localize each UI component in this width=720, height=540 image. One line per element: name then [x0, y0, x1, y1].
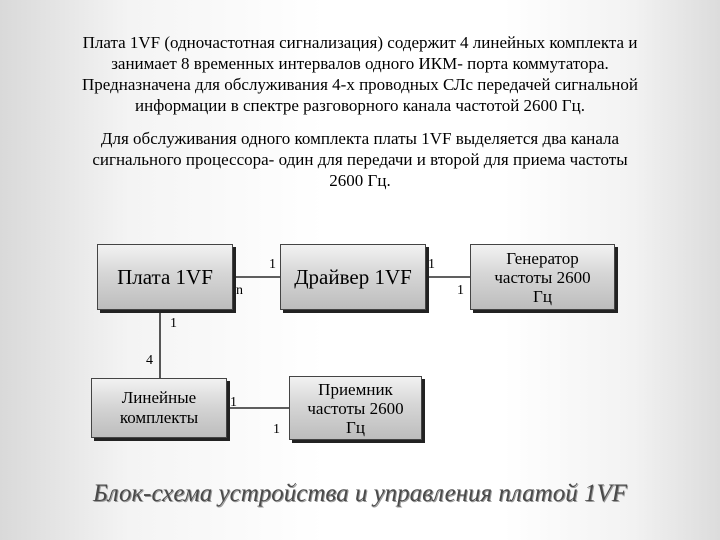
- port-label-line-in: 4: [146, 353, 153, 368]
- block-label-line: частоты 2600: [307, 398, 404, 418]
- port-label-driver-in: 1: [269, 257, 276, 272]
- paragraph-line: Для обслуживания одного комплекта платы …: [100, 129, 620, 148]
- paragraph-line: сигнального процессора- один для передач…: [92, 150, 628, 169]
- plata-1vf-block: Плата 1VF: [97, 244, 233, 310]
- line-sets-block: Линейные комплекты: [91, 378, 227, 438]
- receiver-block: Приемник частоты 2600 Гц: [289, 376, 422, 440]
- block-label-line: Приемник: [318, 379, 393, 399]
- block-label: Плата 1VF: [117, 264, 213, 289]
- generator-block: Генератор частоты 2600 Гц: [470, 244, 615, 310]
- paragraph-line: информации в спектре разговорного канала…: [135, 96, 585, 115]
- port-label-line-out: 1: [230, 395, 237, 410]
- description-paragraph-2: Для обслуживания одного комплекта платы …: [20, 128, 700, 191]
- block-label-line: Гц: [533, 286, 552, 306]
- description-paragraph-1: Плата 1VF (одночастотная сигнализация) с…: [20, 32, 700, 116]
- block-label-line: частоты 2600: [494, 267, 591, 287]
- port-label-receiver-in: 1: [273, 422, 280, 437]
- port-label-driver-out: 1: [428, 257, 435, 272]
- port-label-n: n: [236, 283, 243, 298]
- port-label-generator-in: 1: [457, 283, 464, 298]
- diagram-caption: Блок-схема устройства и управления плато…: [93, 480, 627, 507]
- block-label: Драйвер 1VF: [294, 264, 412, 289]
- block-label-line: Гц: [346, 417, 365, 437]
- paragraph-line: Плата 1VF (одночастотная сигнализация) с…: [82, 33, 638, 52]
- paragraph-line: Предназначена для обслуживания 4-х прово…: [81, 75, 639, 94]
- paragraph-line: 2600 Гц.: [329, 171, 391, 190]
- driver-1vf-block: Драйвер 1VF: [280, 244, 426, 310]
- block-label-line: комплекты: [119, 408, 199, 427]
- port-label-plata-down: 1: [170, 316, 177, 331]
- block-label-line: Линейные: [121, 388, 197, 407]
- block-label-line: Генератор: [506, 248, 579, 268]
- paragraph-line: занимает 8 временных интервалов одного И…: [111, 54, 609, 73]
